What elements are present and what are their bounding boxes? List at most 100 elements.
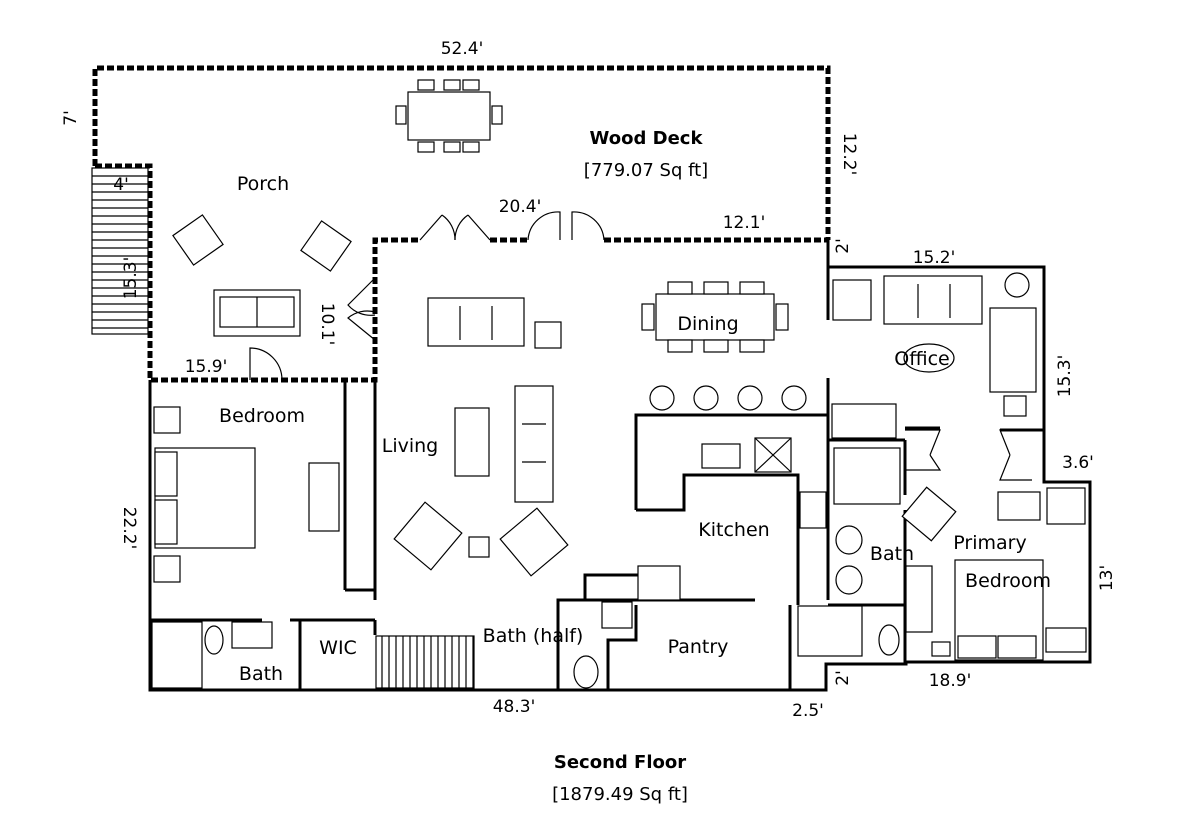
primary-chair [1046,487,1086,525]
vanity [231,621,273,649]
room-wic: WIC [319,637,357,659]
dining-chair [667,281,693,295]
dim-bottom-right: 2.5' [792,701,824,721]
bar-stool [649,385,675,411]
cooktop [799,491,827,529]
office-chair [832,279,872,321]
dining-chair [739,339,765,353]
room-porch: Porch [237,173,289,195]
living-chair [499,507,569,577]
dim-stair-len: 15.3' [121,257,141,300]
dining-chair [703,281,729,295]
office-sofa-side [989,307,1037,393]
coffee-table [454,407,490,477]
toilet [573,655,599,689]
bar-stool [781,385,807,411]
room-bath: Bath [239,663,283,685]
room-dining: Dining [677,313,738,335]
deck-chair [417,141,435,153]
room-bedroom: Bedroom [219,405,305,427]
floor-area: [1879.49 Sq ft] [552,784,688,805]
stairwell [375,635,475,689]
end-table [468,536,490,558]
room-primary-bedroom: Bedroom [965,570,1051,592]
room-kitchen: Kitchen [698,519,769,541]
deck-chair [417,79,435,91]
sink [835,525,863,555]
end-table [534,321,562,349]
dim-office-right: 15.3' [1055,355,1075,398]
deck-chair [462,141,480,153]
tub [833,447,901,505]
dim-primary-left: 2' [833,670,853,686]
dim-primary-bottom: 18.9' [929,671,972,691]
sink [835,565,863,595]
dimensions: 52.4' 7' 12.2' 4' 15.3' 20.4' 12.1' 15.2… [61,39,1117,721]
dim-left-side: 22.2' [119,507,139,550]
nightstand [931,641,951,657]
dim-office-left: 2' [833,238,853,254]
fridge [637,565,681,601]
porch-chair [300,220,352,272]
nightstand [1045,627,1087,653]
room-pantry: Pantry [668,636,729,658]
vanity [601,601,633,629]
nightstand [153,406,181,434]
office-sofa [883,275,983,325]
dining-chair [775,303,789,331]
room-living: Living [382,435,439,457]
dim-office-top: 15.2' [913,248,956,268]
dim-right-deck: 12.2' [839,133,859,176]
deck-table [407,91,491,141]
dresser [308,462,340,532]
interior-walls [150,378,1044,690]
room-primary: Primary [953,532,1026,554]
deck-area: [779.07 Sq ft] [584,160,708,181]
living-sofa [427,297,525,347]
deck-chair [443,141,461,153]
deck-outline [92,65,831,383]
office-desk [903,343,955,373]
dim-porch-depth: 10.1' [317,303,337,346]
living-sofa-side [514,385,554,503]
room-office: Office [894,348,949,370]
labels: Wood Deck [779.07 Sq ft] Porch Dining Of… [219,128,1051,805]
vanity [831,403,897,439]
dining-chair [739,281,765,295]
dim-primary-right: 13' [1097,565,1117,591]
toilet [204,625,224,655]
dim-deck-right: 12.1' [723,213,766,233]
dim-porch-bottom: 15.9' [185,357,228,377]
doors [249,211,1032,481]
deck-chair [443,79,461,91]
dim-left-deck: 7' [61,110,81,126]
dining-chair [641,303,655,331]
dim-stair-width: 4' [113,175,129,195]
end-table [1003,395,1027,417]
shower [151,621,203,689]
living-chair [393,501,463,571]
porch-stairs [91,167,149,335]
deck-chair [462,79,480,91]
deck-chair [491,105,503,125]
primary-chair [901,486,957,542]
deck-chair [395,105,407,125]
dim-deck-mid: 20.4' [499,197,542,217]
dim-top: 52.4' [441,39,484,59]
lamp [1004,272,1030,298]
floor-title: Second Floor [554,752,686,773]
toilet [878,624,900,656]
dining-chair [703,339,729,353]
dresser [905,565,933,633]
room-bath-primary: Bath [870,543,914,565]
dim-bottom: 48.3' [493,697,536,717]
bar-stool [693,385,719,411]
dresser [997,491,1041,521]
dining-table [655,293,775,341]
shower [797,605,863,657]
bar-stool [737,385,763,411]
nightstand [153,555,181,583]
dim-closet: 3.6' [1062,453,1094,473]
deck-title: Wood Deck [590,128,704,149]
